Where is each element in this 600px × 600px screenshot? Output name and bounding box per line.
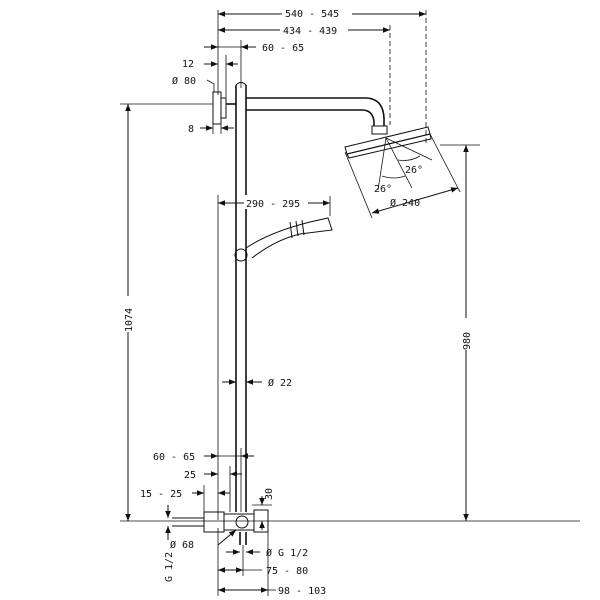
dimension-hand-shower-reach: 290 - 295 <box>217 195 331 520</box>
dimension-inlet-thread: G 1/2 <box>164 505 175 582</box>
rail-diameter-label: Ø 22 <box>268 377 292 389</box>
dimension-flange-depth: 8 <box>188 122 234 135</box>
dimension-flange-thickness: 12 <box>182 55 238 98</box>
dimension-mixer-offset: 60 - 65 <box>153 448 254 512</box>
outlet-thread-label: Ø G 1/2 <box>266 547 308 559</box>
head-height-label: 980 <box>462 332 473 350</box>
flange-depth-label: 8 <box>188 124 194 135</box>
dimension-overall-width: 540 - 545 <box>218 6 426 20</box>
thermostatic-mixer <box>172 509 269 545</box>
dimension-mixer-depth: 25 <box>184 466 242 512</box>
dimension-mixer-diameter: Ø 68 <box>170 529 237 551</box>
dimension-head-height: 980 <box>440 144 480 521</box>
hand-shower-reach-label: 290 - 295 <box>246 199 300 210</box>
dimension-total-height: 1074 <box>120 103 213 521</box>
shower-rail <box>235 82 247 512</box>
mixer-depth-label: 25 <box>184 470 196 481</box>
hand-shower <box>234 217 333 262</box>
inlet-thread-label: G 1/2 <box>164 552 175 582</box>
dimension-rail-diameter: Ø 22 <box>222 377 292 389</box>
arm-offset-label: 60 - 65 <box>262 43 304 54</box>
head-diameter-label: Ø 240 <box>390 197 420 209</box>
dimension-outlet-thread: Ø G 1/2 <box>226 547 308 559</box>
flange-thickness-label: 12 <box>182 59 194 70</box>
outlet-reach-label: 98 - 103 <box>278 586 326 597</box>
head-angle-b-label: 26° <box>405 165 423 176</box>
outlet-offset-label: 75 - 80 <box>266 566 308 577</box>
dimension-arm-reach: 434 - 439 <box>218 22 390 37</box>
arm-reach-label: 434 - 439 <box>283 26 337 37</box>
mixer-offset-label: 60 - 65 <box>153 452 195 463</box>
total-height-label: 1074 <box>124 308 135 332</box>
dimension-flange-diameter: Ø 80 <box>172 75 215 92</box>
head-angle-a-label: 26° <box>374 184 392 195</box>
dimension-mixer-height: 30 <box>252 488 275 530</box>
shower-arm <box>226 97 388 135</box>
dimension-arm-offset: 60 - 65 <box>204 40 304 88</box>
dimension-inlet-offset: 15 - 25 <box>140 485 230 512</box>
flange-diameter-label: Ø 80 <box>172 75 196 87</box>
overall-width-label: 540 - 545 <box>285 9 339 20</box>
head-diameter-dimension: Ø 240 <box>344 133 461 219</box>
inlet-offset-label: 15 - 25 <box>140 489 182 500</box>
wall-flange <box>212 91 227 125</box>
head-angle-dimension: 26° 26° <box>374 137 433 195</box>
dimension-outlet-reach: 98 - 103 <box>218 532 326 597</box>
dimension-outlet-offset: 75 - 80 <box>217 528 308 596</box>
mixer-diameter-label: Ø 68 <box>170 539 194 551</box>
mixer-height-label: 30 <box>264 488 275 500</box>
